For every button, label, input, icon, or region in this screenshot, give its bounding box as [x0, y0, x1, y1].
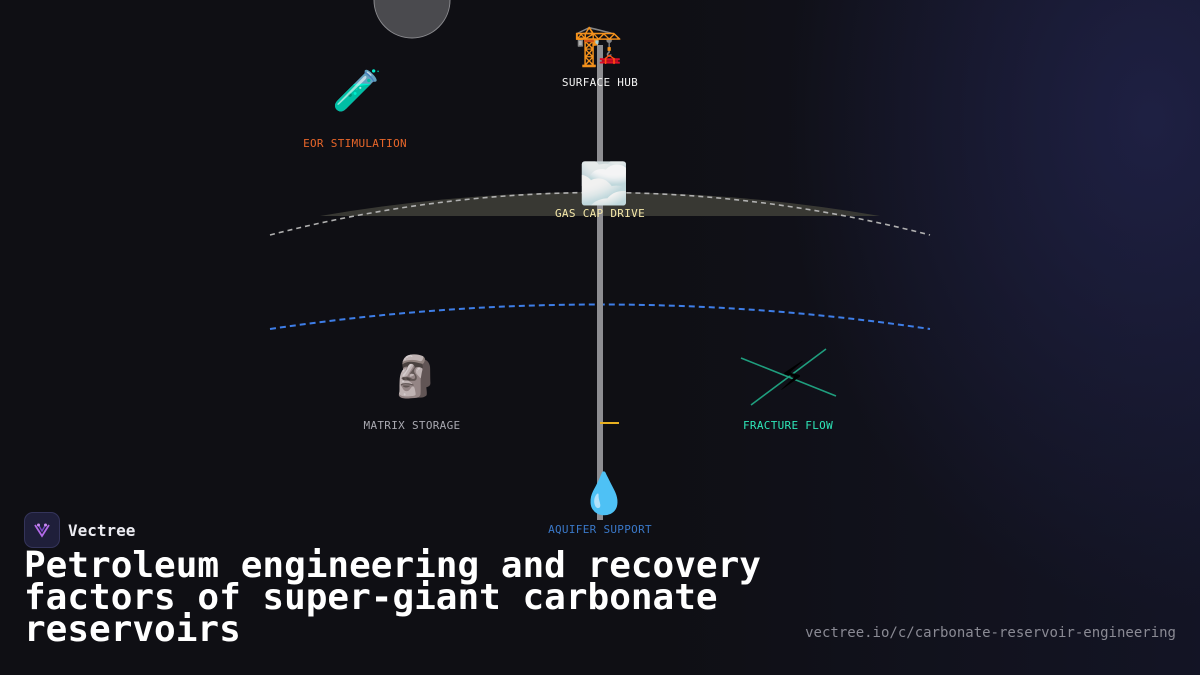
source-url[interactable]: vectree.io/c/carbonate-reservoir-enginee… — [805, 625, 1176, 641]
fracture-line-2 — [750, 348, 827, 406]
droplet-icon: 💧 — [579, 471, 629, 517]
wellbore — [597, 45, 603, 520]
brand-name: Vectree — [68, 520, 136, 540]
vectree-logo-icon — [24, 512, 60, 548]
surface-hub-label: SURFACE HUB — [561, 76, 639, 89]
aquifer-support-label: AQUIFER SUPPORT — [548, 523, 652, 536]
page-title: Petroleum engineering and recovery facto… — [24, 545, 761, 650]
lightning-icon: ⚡ — [777, 354, 807, 400]
eor-stimulation-label: EOR STIMULATION — [303, 137, 407, 150]
moai-icon: 🗿 — [390, 354, 440, 400]
top-circle-shape — [373, 0, 451, 39]
fracture-flow-label: FRACTURE FLOW — [743, 419, 833, 432]
crane-icon: 🏗️ — [573, 23, 623, 69]
gas-cap-drive-label: GAS CAP DRIVE — [555, 207, 645, 220]
brand: Vectree — [24, 512, 135, 548]
matrix-storage-label: MATRIX STORAGE — [363, 419, 461, 432]
test-tube-icon: 🧪 — [332, 68, 382, 114]
fog-icon: 🌫️ — [579, 161, 629, 207]
